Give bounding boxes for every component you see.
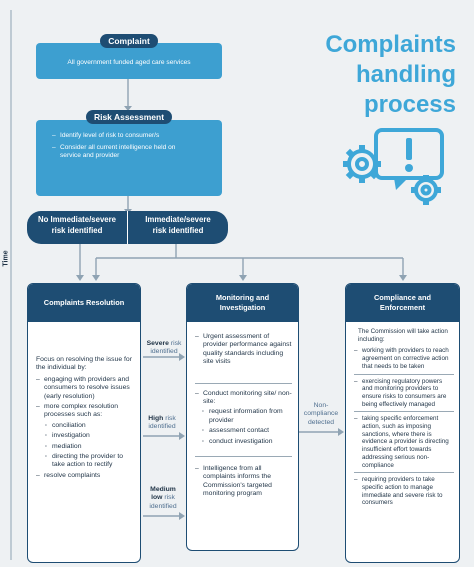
resolution-sub-item: conciliation xyxy=(44,422,134,431)
title-line-3: process xyxy=(363,91,456,118)
compliance-item: working with providers to reach agreemen… xyxy=(354,347,454,370)
divider xyxy=(354,472,454,474)
resolution-sub-item: mediation xyxy=(44,443,134,452)
monitoring-sub-item: conduct investigation xyxy=(201,438,292,447)
divider xyxy=(354,411,454,413)
compliance-item: requiring providers to take specific act… xyxy=(354,476,454,507)
complaint-pill: Complaint xyxy=(100,34,158,48)
risk-assessment-item: Consider all current intelligence held o… xyxy=(52,144,192,161)
compliance-intro: The Commission will take action includin… xyxy=(358,328,448,343)
monitoring-item: Conduct monitoring site/ non-site: xyxy=(195,390,292,407)
divider xyxy=(195,456,292,458)
complaints-resolution-intro: Focus on resolving the issue for the ind… xyxy=(36,356,132,372)
monitoring-sub-item: request information from provider xyxy=(201,408,292,425)
monitoring-item: Intelligence from all complaints informs… xyxy=(195,465,292,499)
resolution-item: more complex resolution processes such a… xyxy=(36,403,134,420)
risk-assessment-pill: Risk Assessment xyxy=(86,110,172,124)
title-line-1: Complaints xyxy=(325,31,456,58)
complaints-resolution-column: Complaints Resolution Focus on resolving… xyxy=(27,283,141,563)
time-label: Time xyxy=(2,250,10,267)
divider xyxy=(354,373,454,375)
complaints-resolution-title: Complaints Resolution xyxy=(28,284,140,322)
monitoring-sub-item: assessment contact xyxy=(201,427,292,436)
complaint-text: All government funded aged care services xyxy=(67,59,191,66)
resolution-item: resolve complaints xyxy=(36,472,134,481)
risk-assessment-box: Identify level of risk to consumer/s Con… xyxy=(36,120,222,196)
page-title: Complaints handling process xyxy=(296,30,456,120)
gear-alert-icon xyxy=(343,128,444,205)
compliance-item: taking specific enforcement action, such… xyxy=(354,415,454,469)
divider xyxy=(195,382,292,384)
resolution-sub-item: directing the provider to take action to… xyxy=(44,453,134,470)
resolution-item: engaging with providers and consumers to… xyxy=(36,376,134,401)
resolution-sub-item: investigation xyxy=(44,432,134,441)
complaint-box: All government funded aged care services xyxy=(36,43,222,79)
title-line-2: handling xyxy=(356,61,456,88)
risk-assessment-item: Identify level of risk to consumer/s xyxy=(52,132,214,141)
compliance-item: exercising regulatory powers and monitor… xyxy=(354,378,454,409)
monitoring-item: Urgent assessment of provider performanc… xyxy=(195,333,292,367)
